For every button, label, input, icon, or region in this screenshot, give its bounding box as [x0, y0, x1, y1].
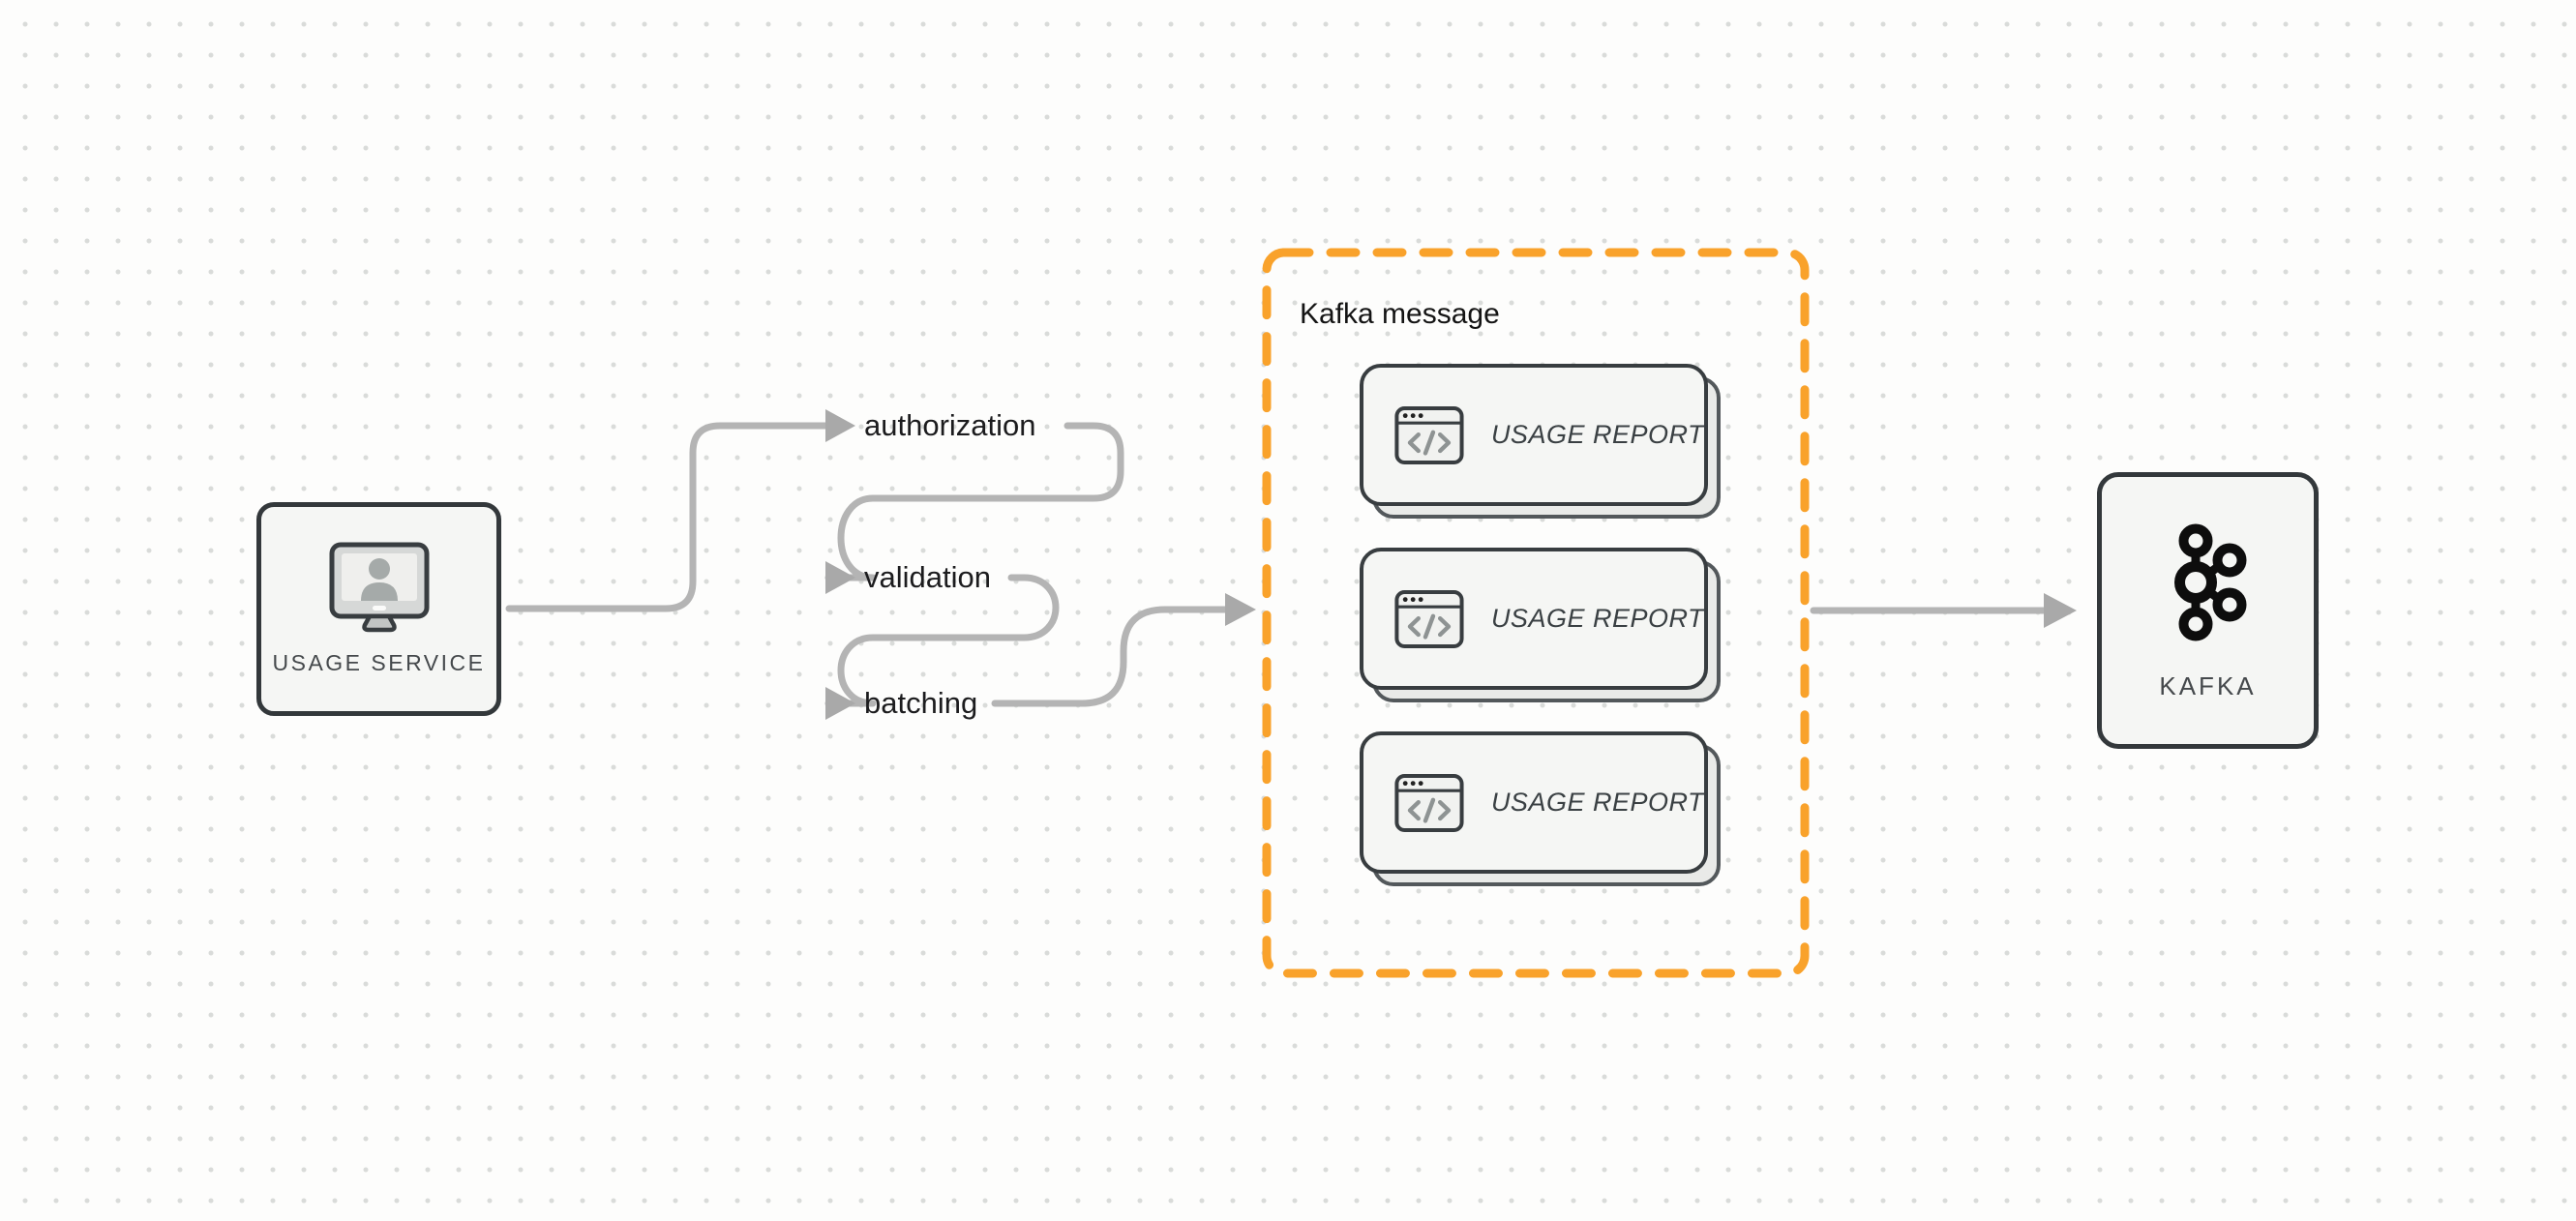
usage-report-label: USAGE REPORT: [1490, 420, 1704, 449]
kafka-message-group-title: Kafka message: [1300, 298, 1500, 330]
arrowhead-validation: [825, 561, 855, 594]
step-label-authorization: authorization: [864, 408, 1036, 442]
step-label-batching: batching: [864, 686, 978, 720]
code-window-icon: [1394, 773, 1464, 832]
kafka-message-group-border: [1262, 248, 1810, 978]
connector-batching-to-group: [991, 606, 1229, 707]
usage-report-card: USAGE REPORT: [1360, 548, 1721, 702]
kafka-node: KAFKA: [2097, 472, 2319, 749]
code-window-icon: [1394, 405, 1464, 464]
usage-report-label: USAGE REPORT: [1490, 788, 1704, 817]
usage-report-label: USAGE REPORT: [1490, 604, 1704, 633]
arrowhead-kafka: [2044, 593, 2077, 628]
connector-usage-to-authorization: [505, 422, 830, 612]
usage-service-label: USAGE SERVICE: [272, 650, 486, 675]
code-window-icon: [1394, 589, 1464, 648]
usage-report-card: USAGE REPORT: [1360, 364, 1721, 519]
arrowhead-group: [1225, 593, 1256, 626]
arrowhead-batching: [825, 687, 855, 720]
usage-service-node: USAGE SERVICE: [256, 502, 501, 716]
usage-report-card: USAGE REPORT: [1360, 731, 1721, 886]
kafka-label: KAFKA: [2159, 670, 2257, 700]
monitor-user-icon: [329, 542, 429, 633]
connector-authorization-to-validation: [824, 422, 1124, 581]
kafka-logo-icon: [2173, 523, 2246, 640]
step-label-validation: validation: [864, 560, 991, 594]
connector-validation-to-batching: [824, 574, 1060, 707]
arrowhead-authorization: [825, 409, 855, 442]
